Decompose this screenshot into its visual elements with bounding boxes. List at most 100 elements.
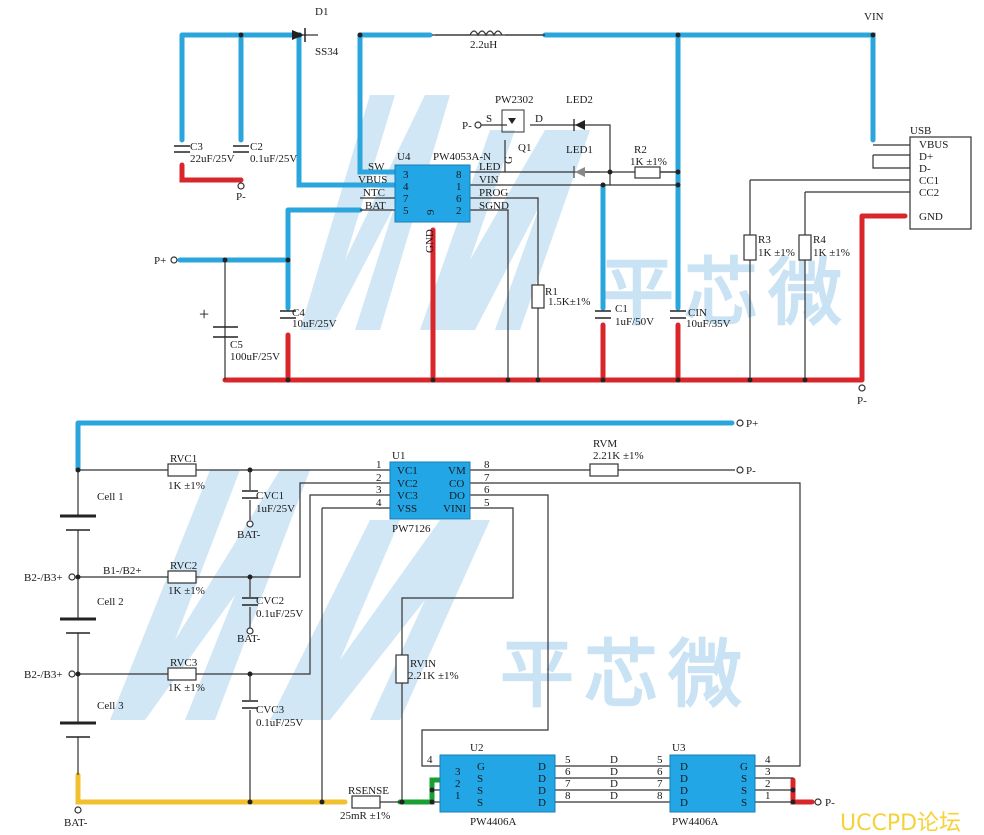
bridge-label-4: D [610, 790, 618, 802]
u1-pin-vm: VM [448, 465, 466, 477]
rvc3-ref: RVC3 [170, 657, 198, 669]
d1-ref: D1 [315, 6, 328, 18]
u1-pin-vss: VSS [397, 503, 417, 515]
u4-pin-ntc: NTC [363, 187, 385, 199]
rvc1-ref: RVC1 [170, 453, 197, 465]
resistor-rvc3 [167, 667, 197, 681]
r3-ref: R3 [758, 234, 771, 246]
u4-num-3: 3 [403, 169, 409, 181]
led2-label: LED2 [566, 94, 593, 106]
u4-pin-prog: PROG [479, 187, 508, 199]
r3-value: 1K ±1% [758, 247, 795, 259]
q1-pin-g: G [503, 156, 515, 164]
rsense-value: 25mR ±1% [340, 810, 390, 822]
q1-p-minus: P- [462, 120, 472, 132]
resistor-r3 [743, 234, 757, 261]
bottom-pplus-label: P+ [746, 418, 758, 430]
bat-minus-bottom: BAT- [64, 817, 88, 829]
u2-pin-d8: D [538, 797, 546, 809]
led1-label: LED1 [566, 144, 593, 156]
capacitor-c4 [280, 310, 296, 319]
usb-connector [909, 136, 972, 230]
rvm-value: 2.21K ±1% [593, 450, 644, 462]
bottom-highlights [75, 420, 815, 805]
cell-3-battery [60, 721, 96, 738]
u2-num-8: 8 [565, 790, 571, 802]
u4-pin-vin: VIN [479, 174, 499, 186]
bottom-wires [77, 469, 801, 803]
c2-ref: C2 [250, 141, 263, 153]
u1-num-7: 7 [484, 472, 490, 484]
cvc2-value: 0.1uF/25V [256, 608, 303, 620]
top-pminus-bottom: P- [857, 395, 867, 407]
capacitor-cvc2 [242, 597, 258, 606]
u3-ref: U3 [672, 742, 686, 754]
c5-value: 100uF/25V [230, 351, 280, 363]
d1-part: SS34 [315, 46, 339, 58]
u4-pin-sgnd: SGND [479, 200, 509, 212]
q1-part: PW2302 [495, 94, 534, 106]
rsense-ref: RSENSE [348, 785, 389, 797]
u1-pin-vc2: VC2 [397, 478, 418, 490]
cvc3-value: 0.1uF/25V [256, 717, 303, 729]
u1-pin-vc1: VC1 [397, 465, 418, 477]
u2-pin-d7: D [538, 785, 546, 797]
chip-u4 [394, 164, 471, 223]
u2-num-2: 2 [455, 778, 461, 790]
forum-watermark: UCCPD论坛 [840, 811, 961, 835]
u3-num-4: 4 [765, 754, 771, 766]
capacitor-c1 [595, 310, 611, 319]
top-pplus-label: P+ [154, 255, 166, 267]
usb-pin-cc1: CC1 [919, 175, 939, 187]
inductor-l1 [469, 30, 503, 37]
watermark-brand-top: 平芯微 [600, 250, 852, 336]
c3-ref: C3 [190, 141, 203, 153]
watermark-brand-bottom: 平芯微 [500, 632, 752, 718]
u4-pin-bat: BAT [365, 200, 386, 212]
bridge-label-1: D [610, 754, 618, 766]
r1-ref: R1 [545, 286, 558, 298]
inductor-value: 2.2uH [470, 39, 497, 51]
u4-num-8: 8 [456, 169, 462, 181]
u2-num-7: 7 [565, 778, 571, 790]
capacitor-cvc1 [242, 490, 258, 499]
resistor-rvc1 [167, 463, 197, 477]
u3-pin-d5: D [680, 761, 688, 773]
u4-pin-sw: SW [368, 161, 385, 173]
usb-pin-dminus: D- [919, 163, 931, 175]
bottom-junctions [75, 467, 796, 805]
u4-num-1: 1 [456, 181, 462, 193]
c2-pminus-label: P- [236, 191, 246, 203]
resistor-r4 [798, 234, 812, 261]
u2-num-5: 5 [565, 754, 571, 766]
u4-pin-led: LED [479, 161, 500, 173]
capacitor-c2 [233, 145, 249, 153]
u1-pin-vini: VINI [443, 503, 467, 515]
u3-part: PW4406A [672, 816, 719, 828]
u1-pin-co: CO [449, 478, 464, 490]
u4-num-7: 7 [403, 193, 409, 205]
u4-part: PW4053A-N [433, 151, 491, 163]
u3-pin-s2: S [741, 785, 747, 797]
r2-value: 1K ±1% [630, 156, 667, 168]
u1-num-1: 1 [376, 459, 382, 471]
usb-pin-cc2: CC2 [919, 187, 939, 199]
u3-num-2: 2 [765, 778, 771, 790]
u1-ref: U1 [392, 450, 405, 462]
rvin-value: 2.21K ±1% [408, 670, 459, 682]
chip-u2 [439, 754, 556, 813]
top-junctions [238, 32, 808, 383]
resistor-rsense [351, 795, 381, 809]
capacitor-cvc3 [242, 700, 258, 709]
u3-pin-d8: D [680, 797, 688, 809]
u3-num-6: 6 [657, 766, 663, 778]
u2-part: PW4406A [470, 816, 517, 828]
cell-3-label: Cell 3 [97, 700, 124, 712]
q1-pin-s: S [486, 113, 492, 125]
rvc1-value: 1K ±1% [168, 480, 205, 492]
usb-pin-dplus: D+ [919, 151, 933, 163]
u1-pin-do: DO [449, 490, 465, 502]
watermark-logo-top [300, 95, 590, 330]
b2b3-label-a: B2-/B3+ [24, 572, 63, 584]
r4-ref: R4 [813, 234, 826, 246]
